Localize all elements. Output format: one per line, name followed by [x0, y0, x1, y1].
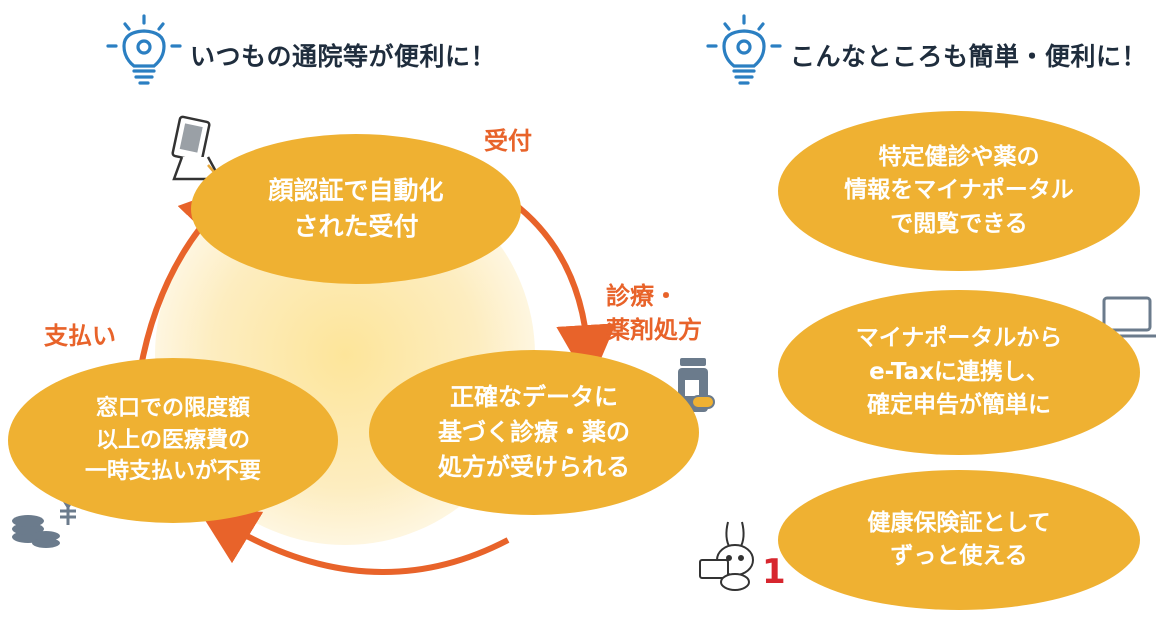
payment-node-line-2: 以上の医療費の: [95, 427, 250, 453]
arrow-reception-to-treatment: [510, 199, 617, 385]
feature-item-insurance: 健康保険証として ずっと使える: [778, 470, 1140, 610]
reception-node-line-2: された受付: [293, 212, 419, 241]
payment-node: 窓口での限度額 以上の医療費の 一時支払いが不要: [8, 358, 338, 523]
feature-item-etax-line-3: 確定申告が簡単に: [866, 392, 1051, 419]
treatment-node-line-2: 基づく診療・薬の: [438, 418, 630, 447]
feature-item-portal-line-1: 特定健診や薬の: [878, 143, 1040, 170]
yen-coins-icon: [12, 490, 80, 548]
reception-label: 受付: [484, 127, 532, 155]
feature-item-etax: マイナポータルから e-Taxに連携し、 確定申告が簡単に: [778, 290, 1140, 455]
mascot-number: 1: [762, 552, 786, 592]
feature-item-insurance-line-1: 健康保険証として: [867, 509, 1051, 536]
feature-item-insurance-line-2: ずっと使える: [890, 543, 1028, 569]
arrow-treatment-to-payment: [196, 506, 510, 575]
payment-node-line-3: 一時支払いが不要: [84, 459, 261, 485]
payment-label: 支払い: [44, 322, 116, 350]
reception-node: 顔認証で自動化 された受付: [191, 134, 521, 284]
feature-item-etax-line-2: e-Taxに連携し、: [869, 358, 1049, 385]
payment-node-line-1: 窓口での限度額: [95, 395, 250, 421]
lightbulb-gear-icon: [706, 14, 782, 85]
feature-item-portal: 特定健診や薬の 情報をマイナポータル で閲覧できる: [778, 111, 1140, 271]
treatment-label-line-1: 診療・: [606, 282, 678, 310]
feature-item-etax-line-1: マイナポータルから: [855, 325, 1063, 352]
treatment-node-line-3: 処方が受けられる: [438, 452, 630, 481]
mynumber-rabbit-icon: [699, 521, 754, 591]
feature-item-portal-line-2: 情報をマイナポータル: [844, 177, 1074, 204]
lightbulb-gear-icon: [106, 14, 182, 85]
feature-item-portal-line-3: で閲覧できる: [890, 210, 1028, 237]
right-section-heading: こんなところも簡単・便利に！: [790, 42, 1148, 71]
reception-node-line-1: 顔認証で自動化: [268, 175, 444, 205]
card-reader-icon: [171, 115, 223, 181]
treatment-node: 正確なデータに 基づく診療・薬の 処方が受けられる: [369, 350, 699, 515]
left-section-heading: いつもの通院等が便利に！: [190, 42, 497, 71]
treatment-label-line-2: 薬剤処方: [606, 316, 702, 344]
treatment-node-line-1: 正確なデータに: [450, 383, 618, 412]
